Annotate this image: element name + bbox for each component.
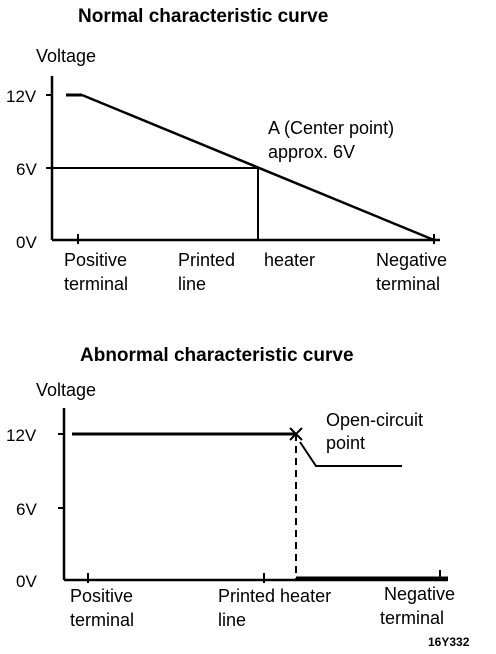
chart-title: Abnormal characteristic curve bbox=[80, 345, 354, 366]
x-label-positive-1: Positive bbox=[70, 586, 133, 606]
x-label-positive-2: terminal bbox=[70, 610, 134, 630]
center-point-annotation-line2: approx. 6V bbox=[268, 142, 355, 162]
open-circuit-annotation-line2: point bbox=[326, 433, 365, 453]
x-label-positive-1: Positive bbox=[64, 250, 127, 270]
x-label-negative-2: terminal bbox=[376, 274, 440, 294]
y-tick-label-0v: 0V bbox=[16, 233, 37, 252]
y-tick-label-6v: 6V bbox=[16, 500, 37, 519]
y-tick-label-12v: 12V bbox=[6, 87, 37, 106]
x-label-negative-1: Negative bbox=[384, 584, 455, 604]
open-circuit-annotation-line1: Open-circuit bbox=[326, 410, 423, 430]
y-axis-label: Voltage bbox=[36, 46, 96, 66]
center-point-annotation-line1: A (Center point) bbox=[268, 118, 394, 138]
x-label-positive-2: terminal bbox=[64, 274, 128, 294]
x-label-printed-2: line bbox=[178, 274, 206, 294]
x-label-printed-heater-2: line bbox=[218, 610, 246, 630]
y-tick-label-6v: 6V bbox=[16, 160, 37, 179]
annotation-leader-line bbox=[299, 441, 402, 467]
open-circuit-x-icon bbox=[289, 427, 303, 441]
abnormal-curve-chart: Abnormal characteristic curve Voltage 12… bbox=[6, 345, 455, 630]
x-label-negative-2: terminal bbox=[380, 608, 444, 628]
y-axis-label: Voltage bbox=[36, 380, 96, 400]
chart-title: Normal characteristic curve bbox=[78, 6, 328, 27]
normal-curve-chart: Normal characteristic curve Voltage 12V … bbox=[6, 6, 447, 294]
x-label-heater: heater bbox=[264, 250, 315, 270]
y-tick-label-0v: 0V bbox=[16, 572, 37, 591]
x-label-negative-1: Negative bbox=[376, 250, 447, 270]
x-label-printed-1: Printed bbox=[178, 250, 235, 270]
y-tick-label-12v: 12V bbox=[6, 426, 37, 445]
figure-code: 16Y332 bbox=[428, 635, 470, 649]
x-label-printed-heater-1: Printed heater bbox=[218, 586, 331, 606]
